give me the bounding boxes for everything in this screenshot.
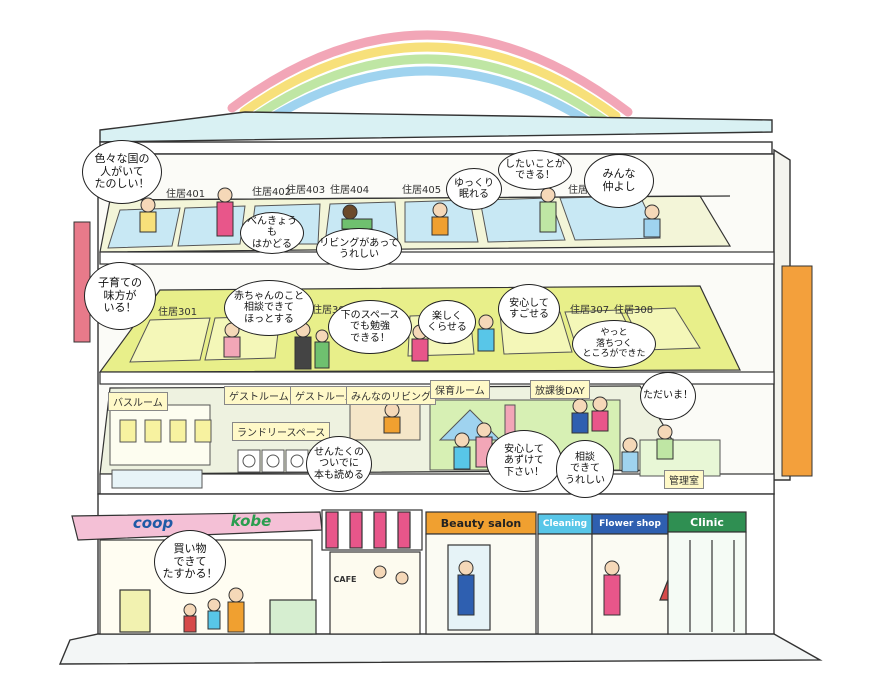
unit-label: 住居401 — [166, 189, 206, 200]
beauty-store — [425, 511, 537, 635]
cleaning-store — [537, 513, 593, 635]
room-label-living: みんなのリビング — [346, 386, 436, 405]
speech-bubble: 子育ての 味方が いる！ — [84, 262, 156, 330]
unit-label: 住居301 — [158, 307, 198, 318]
unit-label: 住居405 — [402, 185, 442, 196]
cleaning-sign: Cleaning — [542, 518, 588, 529]
residents — [139, 187, 674, 633]
coop-store — [71, 511, 323, 635]
speech-bubble: 楽しく くらせる — [418, 300, 476, 344]
rainbow — [227, 30, 633, 129]
cafe-store — [321, 509, 423, 635]
room-label-laundry: ランドリースペース — [232, 422, 331, 441]
bathroom — [109, 404, 212, 489]
cafe-sign: CAFE — [333, 575, 357, 584]
speech-bubble: せんたくの ついでに 本も読める — [306, 436, 372, 492]
flower-shop-sign: Flower shop — [599, 518, 661, 529]
speech-bubble: ゆっくり 眠れる — [446, 168, 502, 210]
speech-bubble: 買い物 できて たすかる！ — [154, 530, 226, 594]
speech-bubble: リビングがあって うれしい — [316, 228, 402, 270]
speech-bubble: 赤ちゃんのこと 相談できて ほっとする — [224, 280, 314, 336]
speech-bubble: ただいま！ — [640, 372, 696, 420]
unit-label: 住居402 — [252, 187, 292, 198]
unit-label: 住居30 — [312, 305, 345, 316]
speech-bubble: 安心して すごせる — [498, 284, 560, 334]
speech-bubble: 色々な国の 人がいて たのしい！ — [82, 140, 162, 204]
room-label-guest-room: ゲストルーム — [224, 386, 294, 405]
roof — [99, 111, 773, 155]
unit-label: 住居404 — [330, 185, 370, 196]
room-label-bathroom: バスルーム — [108, 392, 168, 411]
unit-label: 住居307 — [570, 305, 610, 316]
speech-bubble: やっと 落ちつく ところができた — [572, 320, 656, 368]
room-label-office: 管理室 — [664, 470, 704, 489]
speech-bubble: したいことが できる！ — [498, 150, 572, 190]
beauty-salon-sign: Beauty salon — [440, 516, 522, 530]
speech-bubble: みんな 仲よし — [584, 154, 654, 208]
clinic-sign: Clinic — [690, 515, 724, 529]
kobe-sign: kobe — [230, 511, 272, 530]
speech-bubble: 安心して あずけて 下さい！ — [486, 430, 562, 492]
unit-label: 住居40 — [568, 185, 601, 196]
unit-label: 住居403 — [286, 185, 326, 196]
speech-bubble: べんきょうも はかどる — [240, 212, 304, 254]
clinic-store — [667, 511, 747, 635]
unit-label: 住居308 — [614, 305, 654, 316]
speech-bubble: 相談 できて うれしい — [556, 440, 614, 498]
coop-sign: coop — [132, 513, 174, 532]
speech-bubble: 下のスペース でも勉強 できる！ — [328, 300, 412, 354]
room-label-nursery: 保育ルーム — [430, 380, 490, 399]
right-banner — [781, 265, 813, 477]
room-label-afterschool: 放課後DAY — [530, 380, 590, 399]
